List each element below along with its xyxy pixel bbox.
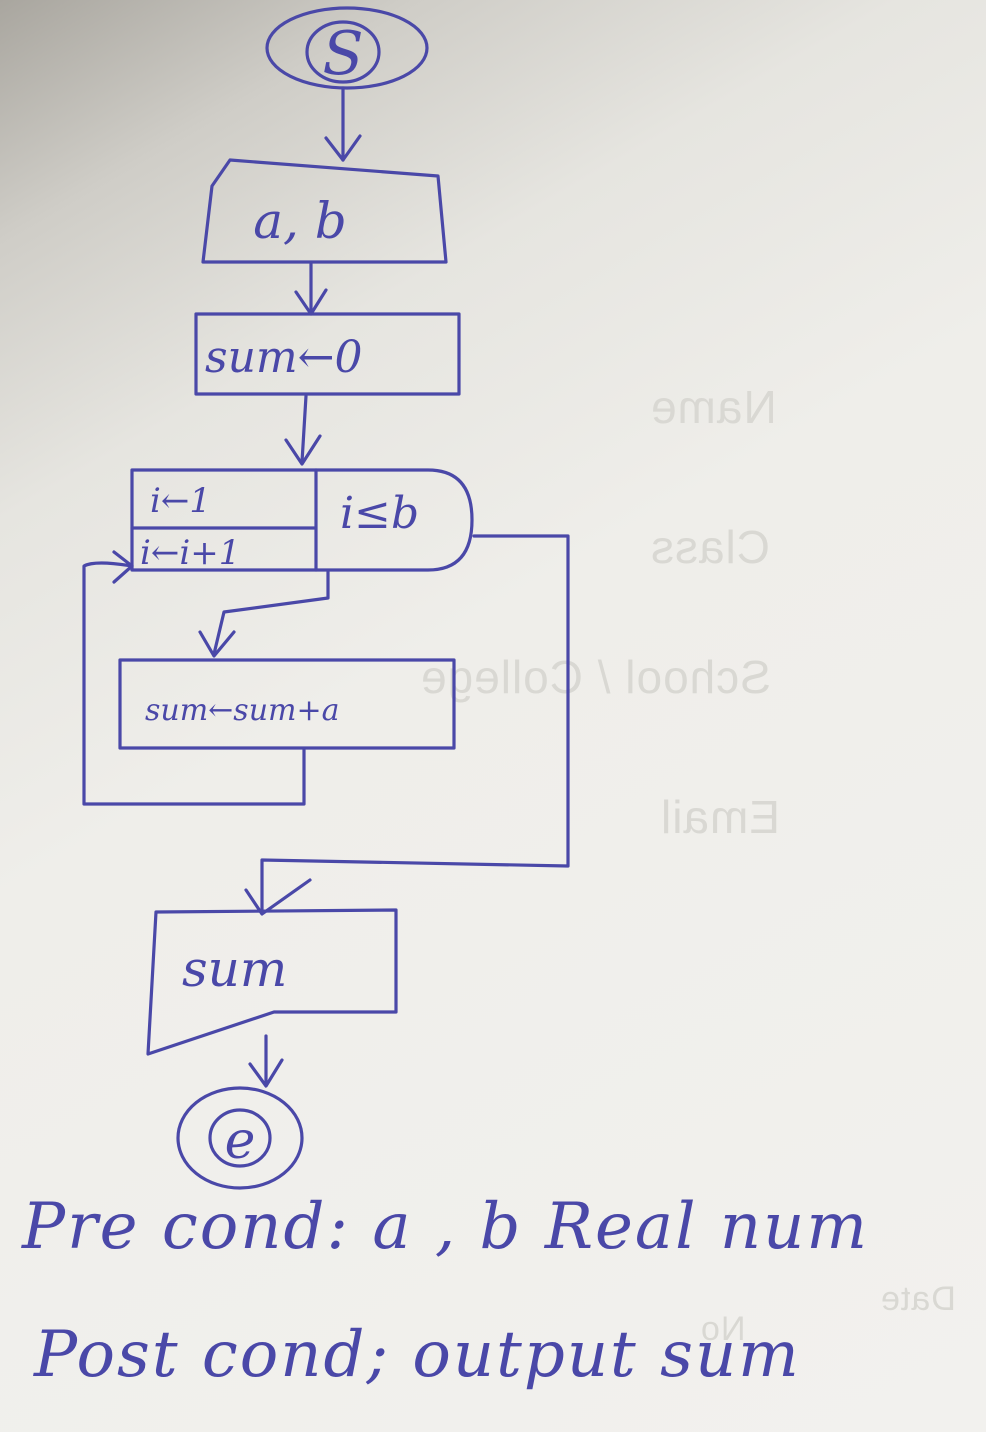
output-node: sum bbox=[146, 908, 398, 1056]
loop-back-edge bbox=[82, 550, 306, 806]
postcondition-text: Post cond; output sum bbox=[34, 1318, 801, 1392]
output-label: sum bbox=[182, 940, 287, 998]
arrow-input-init bbox=[294, 262, 328, 316]
arrow-output-end bbox=[248, 1034, 284, 1088]
init-node: sum←0 bbox=[194, 312, 461, 396]
start-label: S bbox=[322, 19, 363, 89]
loop-init-label: i←1 bbox=[150, 481, 211, 521]
loop-condition-label: i≤b bbox=[340, 488, 419, 539]
precondition-text: Pre cond: a , b Real num bbox=[22, 1190, 869, 1264]
arrow-start-input bbox=[324, 86, 362, 162]
start-node: S bbox=[265, 6, 429, 90]
loop-exit-edge bbox=[244, 534, 570, 916]
end-node: e bbox=[176, 1086, 304, 1190]
end-label: e bbox=[225, 1111, 256, 1171]
input-node: a, b bbox=[201, 158, 448, 264]
arrow-init-loop bbox=[284, 394, 322, 466]
init-label: sum←0 bbox=[205, 332, 363, 383]
loop-node: i←1 i←i+1 i≤b bbox=[130, 468, 474, 573]
body-node: sum←sum+a bbox=[118, 658, 456, 750]
input-label: a, b bbox=[253, 192, 347, 250]
arrow-loop-body bbox=[198, 570, 330, 658]
body-label: sum←sum+a bbox=[145, 693, 340, 728]
loop-update-label: i←i+1 bbox=[140, 533, 240, 573]
